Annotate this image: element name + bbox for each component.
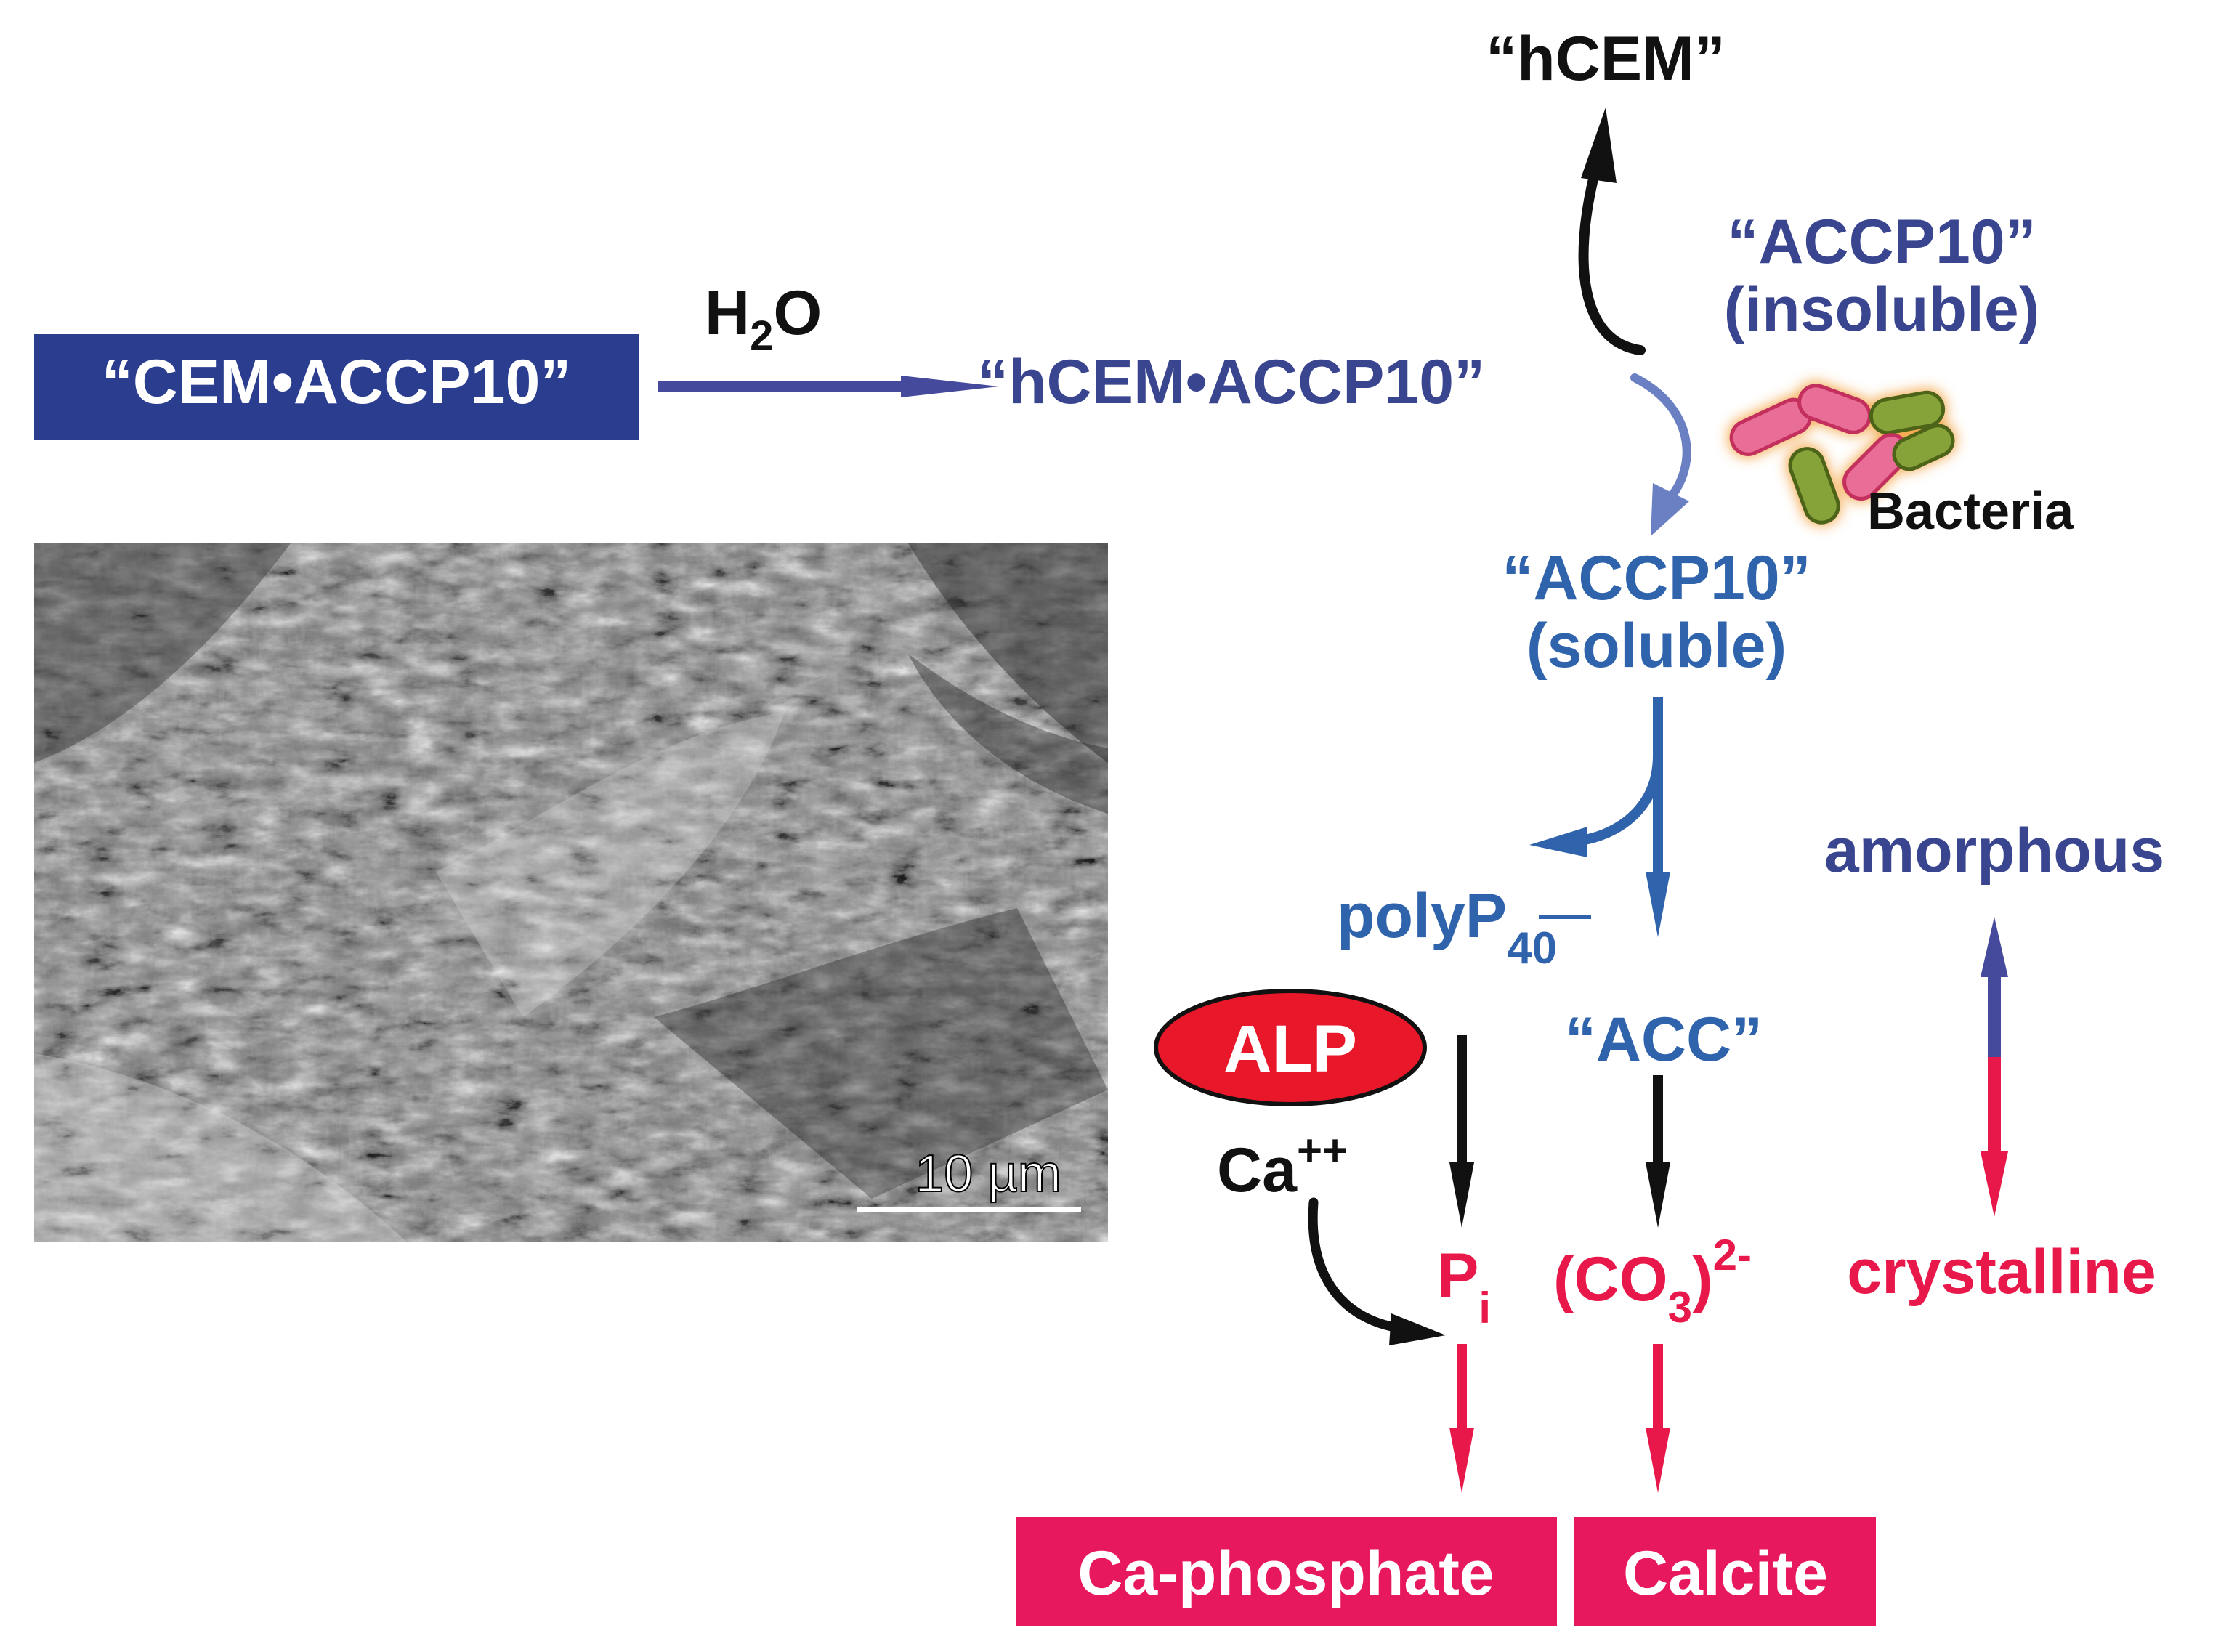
- h2o-h: H: [705, 278, 750, 348]
- hcem-accp10-label: “hCEM•ACCP10”: [977, 347, 1485, 417]
- pi-label: Pi: [1437, 1241, 1491, 1332]
- solubilize-curve-arrow: [1630, 373, 1691, 506]
- crystalline-label: crystalline: [1847, 1237, 2156, 1307]
- pi-p: P: [1437, 1241, 1478, 1311]
- solubilize-curve-arrow-head: [1651, 483, 1689, 536]
- alp-label: ALP: [1223, 1012, 1357, 1086]
- polyp-branch-arrow-head: [1529, 827, 1587, 857]
- cem-accp10-label: “CEM•ACCP10”: [102, 347, 572, 417]
- hcem-curve-arrow-head: [1581, 108, 1617, 183]
- ca-curve-arrow-head: [1389, 1313, 1446, 1345]
- accp10-insoluble-line1: “ACCP10”: [1727, 207, 2036, 277]
- alp-ellipse: [1154, 989, 1427, 1106]
- polyp-subscript: 40: [1507, 923, 1557, 973]
- calcite-box: [1574, 1517, 1876, 1626]
- polyp-branch-arrow: [1575, 755, 1663, 846]
- amorphous-label: amorphous: [1824, 816, 2164, 886]
- accp10-soluble-line1: “ACCP10”: [1502, 543, 1811, 613]
- ca-text: Ca: [1217, 1135, 1298, 1205]
- co3-close: ): [1692, 1244, 1713, 1314]
- calcite-label: Calcite: [1623, 1539, 1828, 1608]
- hcem-curve-arrow: [1578, 168, 1646, 355]
- soluble-down-arrow-head: [1646, 872, 1670, 937]
- polyp-label: polyP40: [1337, 881, 1557, 973]
- co3-open: (CO: [1553, 1244, 1668, 1314]
- cem-accp10-box: [34, 334, 639, 440]
- ca-label: Ca++: [1217, 1126, 1348, 1205]
- pi-subscript: i: [1478, 1284, 1491, 1332]
- bacteria-label: Bacteria: [1867, 482, 2074, 540]
- bidirectional-arrow-down-head: [1981, 1151, 2008, 1217]
- ca-superscript: ++: [1297, 1126, 1348, 1175]
- ca-phosphate-box: [1016, 1517, 1557, 1626]
- pi-red-arrow-head: [1449, 1428, 1474, 1493]
- co3-superscript: 2-: [1713, 1231, 1752, 1279]
- bacteria-icon: [1728, 381, 1957, 526]
- acc-label: “ACC”: [1565, 1005, 1763, 1074]
- co3-black-arrow-head: [1646, 1162, 1670, 1228]
- accp10-insoluble-line2: (insoluble): [1724, 275, 2040, 344]
- bidirectional-arrow-up-head: [1981, 917, 2008, 977]
- accp10-soluble-line2: (soluble): [1526, 611, 1787, 681]
- scale-bar-label: 10 µm: [915, 1145, 1061, 1203]
- co3-red-arrow-head: [1646, 1428, 1670, 1493]
- co3-subscript: 3: [1668, 1283, 1692, 1332]
- h2o-subscript: 2: [750, 312, 773, 360]
- ca-phosphate-label: Ca-phosphate: [1077, 1539, 1494, 1608]
- sem-micrograph-image: 10 µm: [34, 543, 1108, 1242]
- pi-black-arrow-head: [1449, 1162, 1474, 1228]
- hydration-arrow-head: [901, 376, 999, 397]
- co3-label: (CO3)2-: [1553, 1231, 1752, 1332]
- polyp-text: polyP: [1337, 881, 1507, 951]
- h2o-label: H2O: [705, 278, 822, 360]
- h2o-o: O: [773, 278, 822, 348]
- hcem-label: “hCEM”: [1486, 24, 1726, 94]
- ca-curve-arrow: [1308, 1197, 1404, 1333]
